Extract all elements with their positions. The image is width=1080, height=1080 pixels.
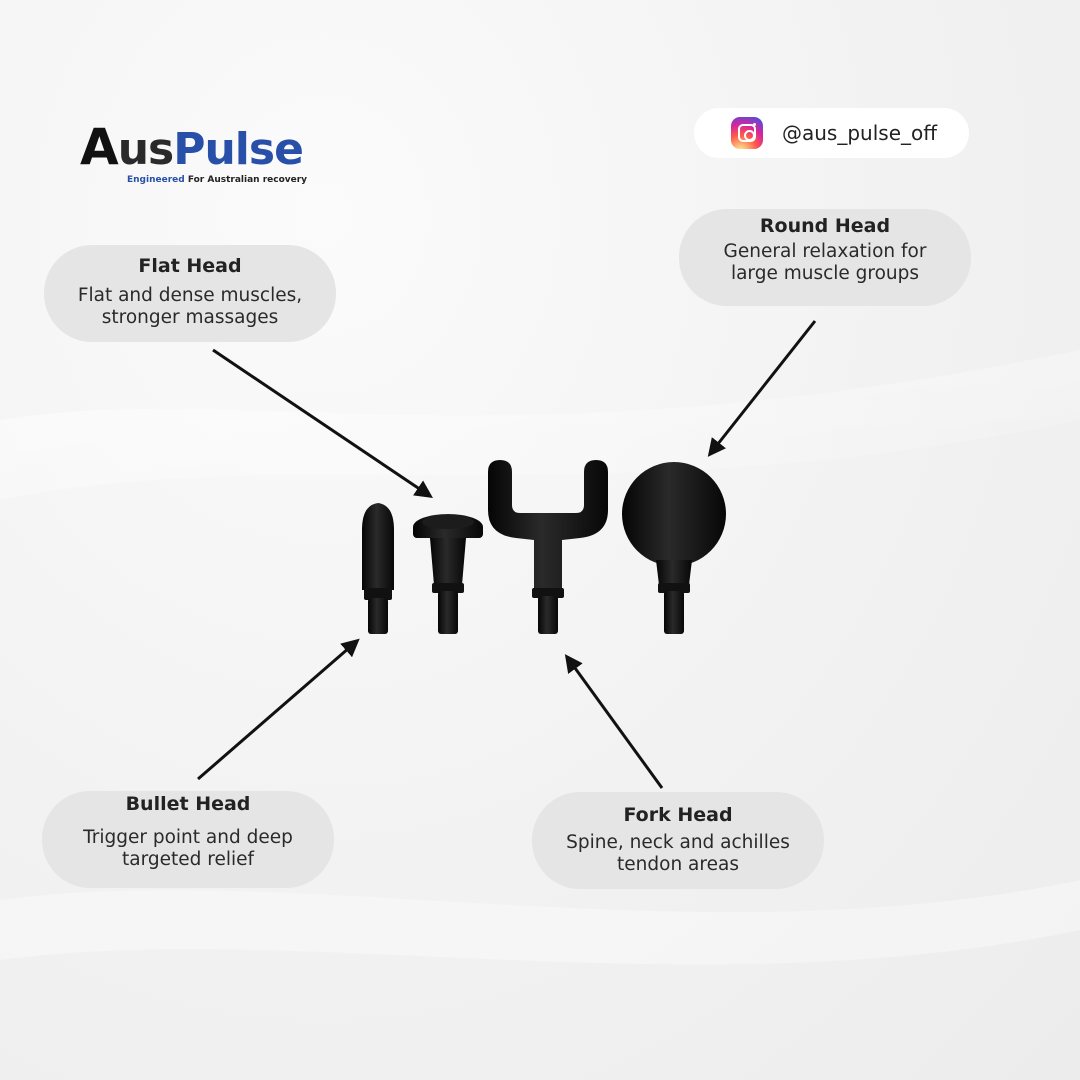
callout-flat-head: Flat Head Flat and dense muscles, strong… <box>44 245 336 342</box>
callout-description: General relaxation for large muscle grou… <box>723 241 927 284</box>
instagram-handle[interactable]: @aus_pulse_off <box>782 121 938 145</box>
callout-round-head: Round Head General relaxation for large … <box>679 209 971 306</box>
auspulse-logo: AusPulse Engineered For Australian recov… <box>80 122 307 185</box>
round-head-attachment <box>622 462 726 634</box>
callout-description: Trigger point and deep targeted relief <box>83 827 293 870</box>
callout-description: Spine, neck and achilles tendon areas <box>566 832 790 875</box>
instagram-icon <box>731 117 763 149</box>
logo-wordmark: AusPulse <box>80 122 307 172</box>
callout-fork-head: Fork Head Spine, neck and achilles tendo… <box>532 792 824 889</box>
callout-bullet-head: Bullet Head Trigger point and deep targe… <box>42 791 334 888</box>
callout-title: Fork Head <box>623 804 733 826</box>
tagline-highlight: Engineered <box>127 175 185 185</box>
flat-head-attachment <box>413 514 483 634</box>
bullet-head-attachment <box>362 503 394 634</box>
arrow-bullet-head <box>197 638 360 781</box>
arrow-flat-head <box>212 348 433 499</box>
instagram-badge[interactable]: @aus_pulse_off <box>694 108 969 158</box>
logo-letter-a: A <box>80 118 119 176</box>
arrow-fork-head <box>564 654 664 789</box>
callout-title: Bullet Head <box>125 793 251 815</box>
logo-pulse: Pulse <box>173 124 304 175</box>
arrow-round-head <box>707 320 817 457</box>
fork-head-attachment <box>488 460 608 634</box>
logo-us: us <box>117 124 175 175</box>
callout-title: Flat Head <box>138 255 242 277</box>
callout-title: Round Head <box>759 215 891 237</box>
logo-tagline: Engineered For Australian recovery <box>127 175 307 185</box>
callout-description: Flat and dense muscles, stronger massage… <box>77 285 303 328</box>
tagline-rest: For Australian recovery <box>187 175 308 185</box>
